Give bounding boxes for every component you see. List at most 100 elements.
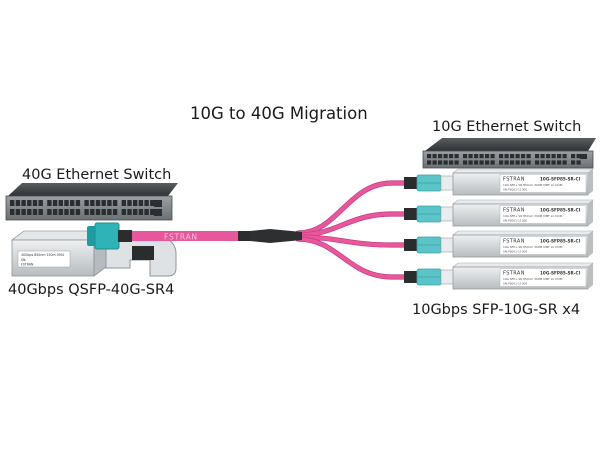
mtp-trunk-cable: FSTRAN bbox=[87, 222, 302, 250]
sfp-spec-text: 10G SFP+ SR 850nm 300M MMF LC DOM bbox=[503, 214, 563, 218]
switch-port bbox=[144, 200, 149, 206]
switch-port bbox=[144, 209, 149, 215]
qsfp-pull-tab-hole bbox=[132, 246, 154, 260]
switch-port bbox=[150, 200, 155, 206]
sfp-bail-latch bbox=[440, 269, 454, 285]
switch-port bbox=[499, 154, 504, 159]
switch-port bbox=[21, 200, 26, 206]
qsfp-label-line-2: SN: bbox=[21, 258, 26, 262]
sfp-top-face bbox=[452, 199, 594, 205]
switch-10g-front bbox=[422, 150, 594, 169]
switch-port bbox=[449, 154, 454, 159]
switch-port bbox=[454, 154, 459, 159]
switch-port bbox=[47, 209, 52, 215]
lc-boot bbox=[404, 239, 417, 251]
switch-10g-mgmt-port bbox=[580, 154, 587, 159]
breakout-leg bbox=[296, 235, 414, 247]
sfp-bail-latch bbox=[440, 237, 454, 253]
qsfp-label-line-3: FSTRAN bbox=[21, 263, 34, 267]
switch-port bbox=[468, 154, 473, 159]
sfp-sn-text: SN:F6001-11300 bbox=[503, 218, 527, 222]
switch-port bbox=[15, 209, 21, 215]
switch-port bbox=[121, 209, 126, 215]
sfp-spec-text: 10G SFP+ SR 850nm 300M MMF LC DOM bbox=[503, 183, 563, 187]
switch-port bbox=[15, 200, 21, 206]
switch-port bbox=[540, 154, 545, 159]
sfp-brand-text: FSTRAN bbox=[503, 207, 525, 213]
switch-port bbox=[474, 160, 479, 165]
switch-port bbox=[138, 209, 144, 215]
switch-port bbox=[27, 200, 32, 206]
switch-40g-ports bbox=[10, 200, 155, 215]
switch-port bbox=[438, 154, 443, 159]
switch-port bbox=[546, 154, 551, 159]
switch-port bbox=[121, 200, 126, 206]
switch-port bbox=[474, 154, 479, 159]
switch-port bbox=[101, 209, 106, 215]
sfp-modules: FSTRAN 10G-SFP85-SR-CI 10G SFP+ SR 850nm 3… bbox=[404, 168, 594, 290]
switch-40g-front bbox=[5, 195, 173, 221]
sfp-brand-text: FSTRAN bbox=[503, 270, 525, 276]
switch-10g-top bbox=[425, 138, 596, 151]
switch-port bbox=[58, 209, 63, 215]
switch-port bbox=[515, 154, 520, 159]
switch-port bbox=[10, 209, 15, 215]
switch-port bbox=[449, 160, 454, 165]
sfp-side-face bbox=[588, 263, 593, 289]
switch-10g-label: 10G Ethernet Switch bbox=[432, 119, 582, 135]
switch-port bbox=[521, 160, 526, 165]
switch-port bbox=[432, 160, 437, 165]
switch-port bbox=[107, 200, 112, 206]
switch-port bbox=[485, 160, 490, 165]
switch-port bbox=[490, 160, 495, 165]
mtp-connector bbox=[94, 222, 120, 250]
switch-port bbox=[499, 160, 504, 165]
sfp-label-sticker bbox=[499, 174, 587, 193]
switch-port bbox=[64, 200, 69, 206]
switch-port bbox=[101, 200, 106, 206]
sfp-part-text: 10G-SFP85-SR-CI bbox=[540, 270, 581, 275]
switch-40g bbox=[5, 183, 178, 221]
switch-port bbox=[551, 160, 556, 165]
sfp-spec-text: 10G SFP+ SR 850nm 300M MMF LC DOM bbox=[503, 277, 563, 281]
switch-port bbox=[576, 154, 581, 159]
switch-port bbox=[27, 209, 32, 215]
switch-port bbox=[515, 160, 520, 165]
sfp-part-text: 10G-SFP85-SR-CI bbox=[540, 207, 581, 212]
switch-port bbox=[557, 160, 562, 165]
switch-port bbox=[107, 209, 112, 215]
lc-boot bbox=[404, 208, 417, 220]
sfp-sn-text: SN:F6001-11300 bbox=[503, 249, 527, 253]
switch-port bbox=[84, 209, 89, 215]
switch-port bbox=[70, 200, 75, 206]
switch-port bbox=[526, 154, 531, 159]
switch-port bbox=[504, 160, 509, 165]
switch-port bbox=[52, 209, 58, 215]
switch-port bbox=[10, 200, 15, 206]
switch-port bbox=[112, 209, 118, 215]
switch-port bbox=[526, 160, 531, 165]
switch-port bbox=[95, 200, 101, 206]
switch-40g-console-port bbox=[154, 209, 162, 216]
breakout-boot bbox=[250, 229, 302, 243]
breakout-leg-shadow bbox=[295, 180, 415, 236]
switch-port bbox=[571, 154, 576, 159]
switch-port bbox=[127, 200, 132, 206]
diagram-title: 10G to 40G Migration bbox=[190, 104, 368, 123]
switch-port bbox=[485, 154, 490, 159]
switch-port bbox=[75, 200, 81, 206]
switch-port bbox=[571, 160, 576, 165]
sfp-side-face bbox=[588, 169, 593, 195]
lc-boot bbox=[404, 271, 417, 283]
mtp-boot bbox=[118, 230, 132, 242]
breakout-leg bbox=[296, 181, 414, 235]
switch-port bbox=[21, 209, 26, 215]
sfp-top-face bbox=[452, 168, 594, 174]
switch-port bbox=[540, 160, 545, 165]
switch-port bbox=[535, 154, 540, 159]
sfp-brand-text: FSTRAN bbox=[503, 238, 525, 244]
sfp-label-sticker bbox=[499, 268, 587, 287]
switch-port bbox=[521, 154, 526, 159]
